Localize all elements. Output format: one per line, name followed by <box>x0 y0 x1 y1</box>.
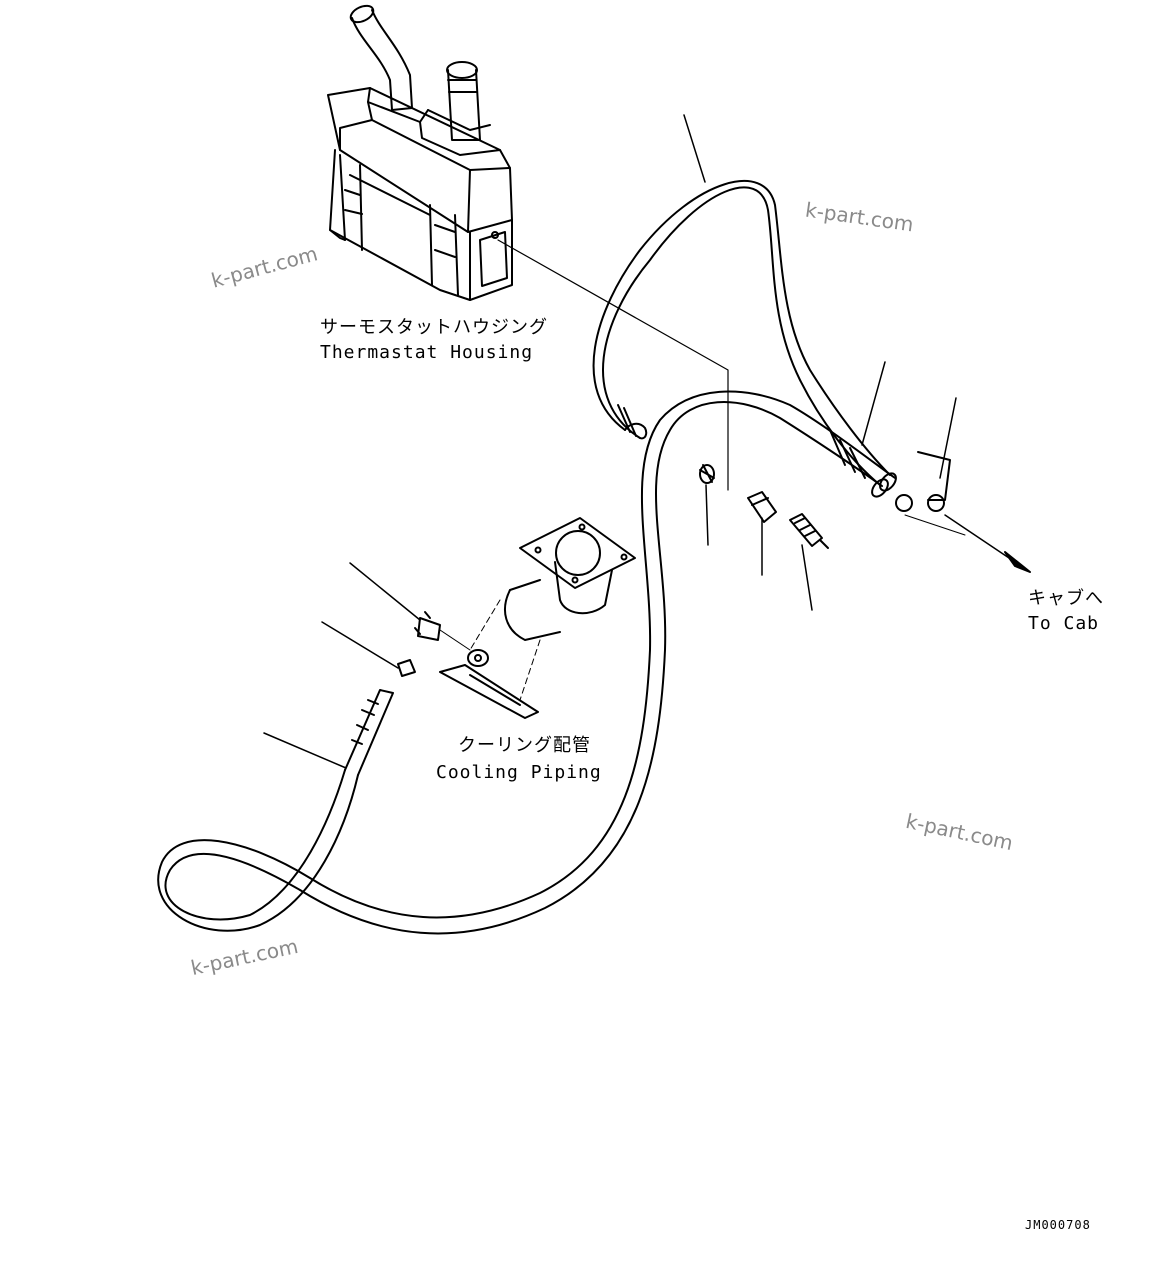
lower-hose-drawing <box>157 390 897 935</box>
clamp-parts <box>699 451 951 549</box>
cooling-piping-label-jp: クーリング配管 <box>458 735 591 756</box>
thermostat-housing-label-en: Thermastat Housing <box>320 342 534 363</box>
thermostat-housing-drawing <box>327 4 513 301</box>
to-cab-label-jp: キャブへ <box>1028 588 1104 609</box>
upper-hose-drawing <box>592 180 891 486</box>
drawing-code: JM000708 <box>1025 1218 1091 1232</box>
leader-line <box>497 239 729 491</box>
cooling-piping-label-en: Cooling Piping <box>436 762 602 783</box>
to-cab-arrow <box>904 514 1031 573</box>
thermostat-housing-label-jp: サーモスタットハウジング <box>320 317 548 338</box>
cooling-piping-drawing <box>397 517 636 719</box>
to-cab-label-en: To Cab <box>1028 613 1100 634</box>
